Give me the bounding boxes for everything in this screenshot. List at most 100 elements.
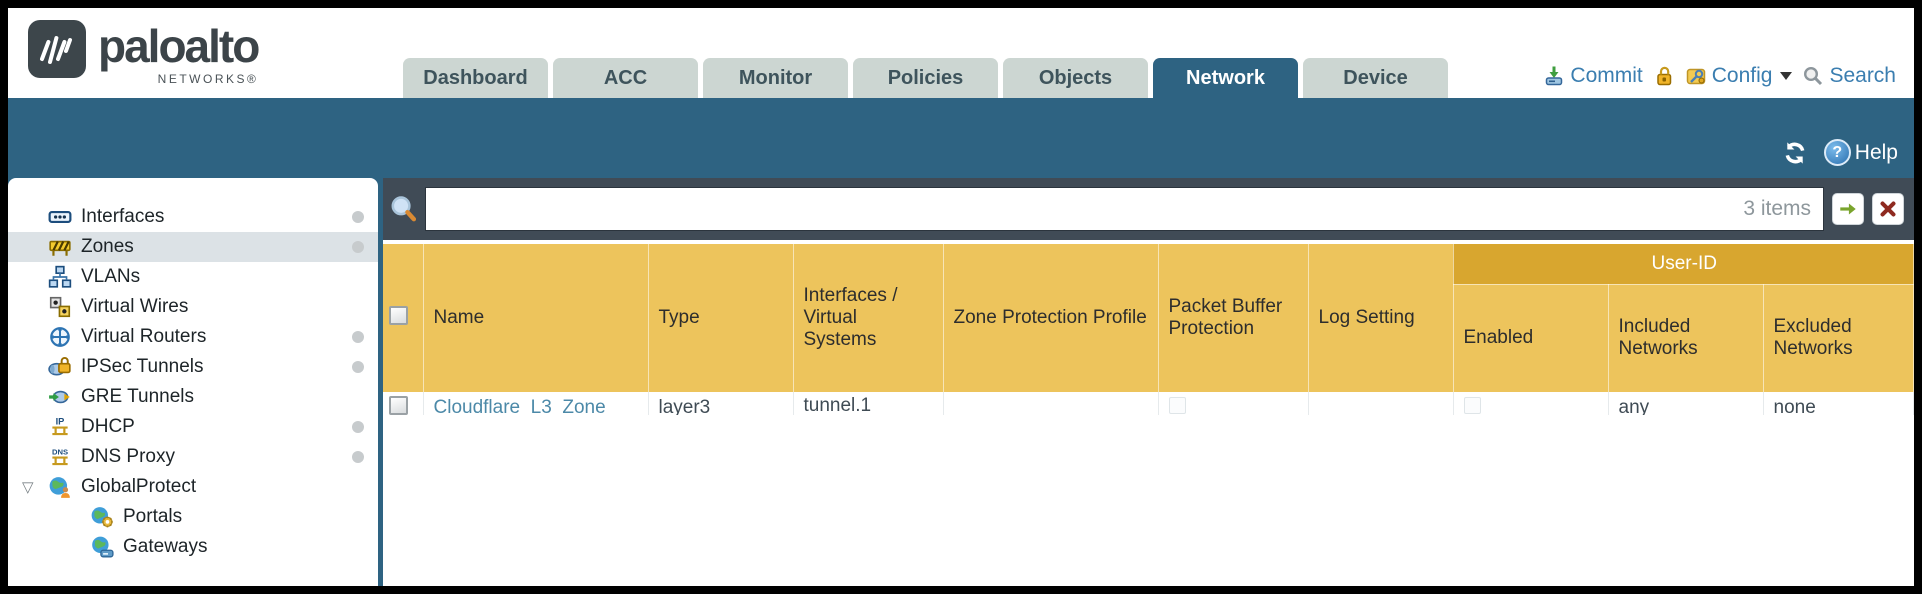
help-button[interactable]: ? Help <box>1823 139 1898 166</box>
sidebar-item-vlans[interactable]: ▽VLANs <box>8 262 378 292</box>
commit-label: Commit <box>1570 64 1643 87</box>
status-dot <box>352 361 364 373</box>
sidebar-item-interfaces[interactable]: ▽Interfaces <box>8 202 378 232</box>
sidebar-item-label: Virtual Wires <box>81 296 189 317</box>
zone-name-link[interactable]: Cloudflare_L3_Zone <box>433 397 606 415</box>
lock-icon[interactable] <box>1653 65 1675 87</box>
tab-device[interactable]: Device <box>1303 58 1448 98</box>
tab-policies[interactable]: Policies <box>853 58 998 98</box>
sidebar-item-label: DNS Proxy <box>81 446 175 467</box>
select-all-checkbox[interactable] <box>389 305 408 325</box>
status-dot <box>352 451 364 463</box>
zones-table-body: Cloudflare_L3_Zone layer3tunnel.1tunnel.2… <box>383 392 1914 415</box>
user-id-enabled-cell <box>1453 392 1609 415</box>
packet-buffer-protection-cell <box>1158 392 1309 415</box>
column-header-log-setting[interactable]: Log Setting <box>1308 244 1454 392</box>
sidebar-item-virtual-routers[interactable]: ▽Virtual Routers <box>8 322 378 352</box>
dhcp-icon: IP <box>48 415 72 439</box>
select-all-header <box>383 244 424 392</box>
status-dot <box>352 331 364 343</box>
close-icon <box>1878 199 1898 219</box>
zone-type-cell: layer3 <box>648 392 794 415</box>
column-group-user-id: User-ID <box>1452 244 1914 285</box>
column-header-name[interactable]: Name <box>423 244 649 392</box>
excluded-networks-cell: none <box>1763 392 1914 415</box>
sidebar-nav: ▽Interfaces▽Zones▽VLANs▽Virtual Wires▽Vi… <box>8 202 378 562</box>
globalprotect-icon <box>48 475 72 499</box>
sidebar-item-label: DHCP <box>81 416 135 437</box>
sidebar-item-zones[interactable]: ▽Zones <box>8 232 378 262</box>
log-setting-cell <box>1308 392 1454 415</box>
brand-subtitle: NETWORKS® <box>157 72 259 86</box>
dns-proxy-icon: DNS <box>48 445 72 469</box>
interface-entry: tunnel.1 <box>794 392 943 415</box>
search-icon <box>1802 65 1824 87</box>
column-header-zone-protection-profile[interactable]: Zone Protection Profile <box>943 244 1159 392</box>
sidebar: ▽Interfaces▽Zones▽VLANs▽Virtual Wires▽Vi… <box>8 178 378 586</box>
sidebar-item-gre-tunnels[interactable]: ▽GRE Tunnels <box>8 382 378 412</box>
sidebar-item-label: GlobalProtect <box>81 476 197 497</box>
sidebar-item-ipsec-tunnels[interactable]: ▽IPSec Tunnels <box>8 352 378 382</box>
items-count: 3 items <box>1743 197 1811 220</box>
interfaces-cell: tunnel.1tunnel.2 <box>793 392 944 415</box>
sidebar-item-globalprotect[interactable]: ▽ GlobalProtect <box>8 472 378 502</box>
column-header-type[interactable]: Type <box>648 244 794 392</box>
column-header-packet-buffer-protection[interactable]: Packet Buffer Protection <box>1158 244 1309 392</box>
zones-table: Name Type Interfaces / Virtual Systems Z… <box>383 244 1914 415</box>
sidebar-item-label: Virtual Routers <box>81 326 207 347</box>
zone-protection-profile-cell <box>943 392 1159 415</box>
filter-search-icon <box>389 195 417 223</box>
portals-icon <box>90 505 114 529</box>
column-header-enabled[interactable]: Enabled <box>1453 284 1609 392</box>
column-header-excluded-networks[interactable]: Excluded Networks <box>1763 284 1914 392</box>
config-icon <box>1685 65 1707 87</box>
tab-network[interactable]: Network <box>1153 58 1298 98</box>
user-id-enabled-checkbox[interactable] <box>1463 397 1481 414</box>
config-menu-button[interactable]: Config <box>1685 64 1793 88</box>
sidebar-item-label: Gateways <box>123 536 208 557</box>
main-panel: 3 items <box>383 178 1914 586</box>
chevron-down-icon <box>1780 72 1793 80</box>
sidebar-item-virtual-wires[interactable]: ▽Virtual Wires <box>8 292 378 322</box>
virtual-routers-icon <box>48 325 72 349</box>
content-area: ▽Interfaces▽Zones▽VLANs▽Virtual Wires▽Vi… <box>8 178 1914 586</box>
sidebar-item-label: IPSec Tunnels <box>81 356 204 377</box>
sidebar-item-label: Zones <box>81 236 134 257</box>
search-button[interactable]: Search <box>1802 64 1896 88</box>
top-actions: Commit Config Search <box>1543 64 1896 88</box>
sidebar-item-label: Interfaces <box>81 206 165 227</box>
tab-monitor[interactable]: Monitor <box>703 58 848 98</box>
table-row[interactable]: Cloudflare_L3_Zone layer3tunnel.1tunnel.2… <box>383 392 1914 415</box>
column-header-interfaces[interactable]: Interfaces / Virtual Systems <box>793 244 944 392</box>
row-checkbox[interactable] <box>389 396 408 415</box>
refresh-icon[interactable] <box>1782 140 1808 166</box>
tab-acc[interactable]: ACC <box>553 58 698 98</box>
svg-text:IP: IP <box>56 416 65 426</box>
help-icon: ? <box>1823 139 1851 166</box>
commit-button[interactable]: Commit <box>1543 64 1643 88</box>
sub-header-band: ? Help <box>8 98 1914 178</box>
sidebar-item-portals[interactable]: ▽Portals <box>8 502 378 532</box>
column-header-included-networks[interactable]: Included Networks <box>1608 284 1764 392</box>
filter-input[interactable] <box>426 188 1744 230</box>
clear-filter-button[interactable] <box>1872 193 1904 225</box>
packet-buffer-checkbox[interactable] <box>1168 397 1186 414</box>
tab-dashboard[interactable]: Dashboard <box>403 58 548 98</box>
ipsec-tunnels-icon <box>48 355 72 379</box>
help-label: Help <box>1854 140 1898 164</box>
expand-icon[interactable]: ▽ <box>22 479 34 496</box>
apply-filter-button[interactable] <box>1832 193 1864 225</box>
table-empty-space <box>383 415 1914 586</box>
zones-icon <box>48 235 72 259</box>
config-label: Config <box>1711 64 1773 87</box>
included-networks-cell: any <box>1608 392 1764 415</box>
sidebar-item-label: Portals <box>123 506 183 527</box>
virtual-wires-icon <box>48 295 72 319</box>
gateways-icon <box>90 535 114 559</box>
sidebar-item-gateways[interactable]: ▽Gateways <box>8 532 378 562</box>
tab-objects[interactable]: Objects <box>1003 58 1148 98</box>
